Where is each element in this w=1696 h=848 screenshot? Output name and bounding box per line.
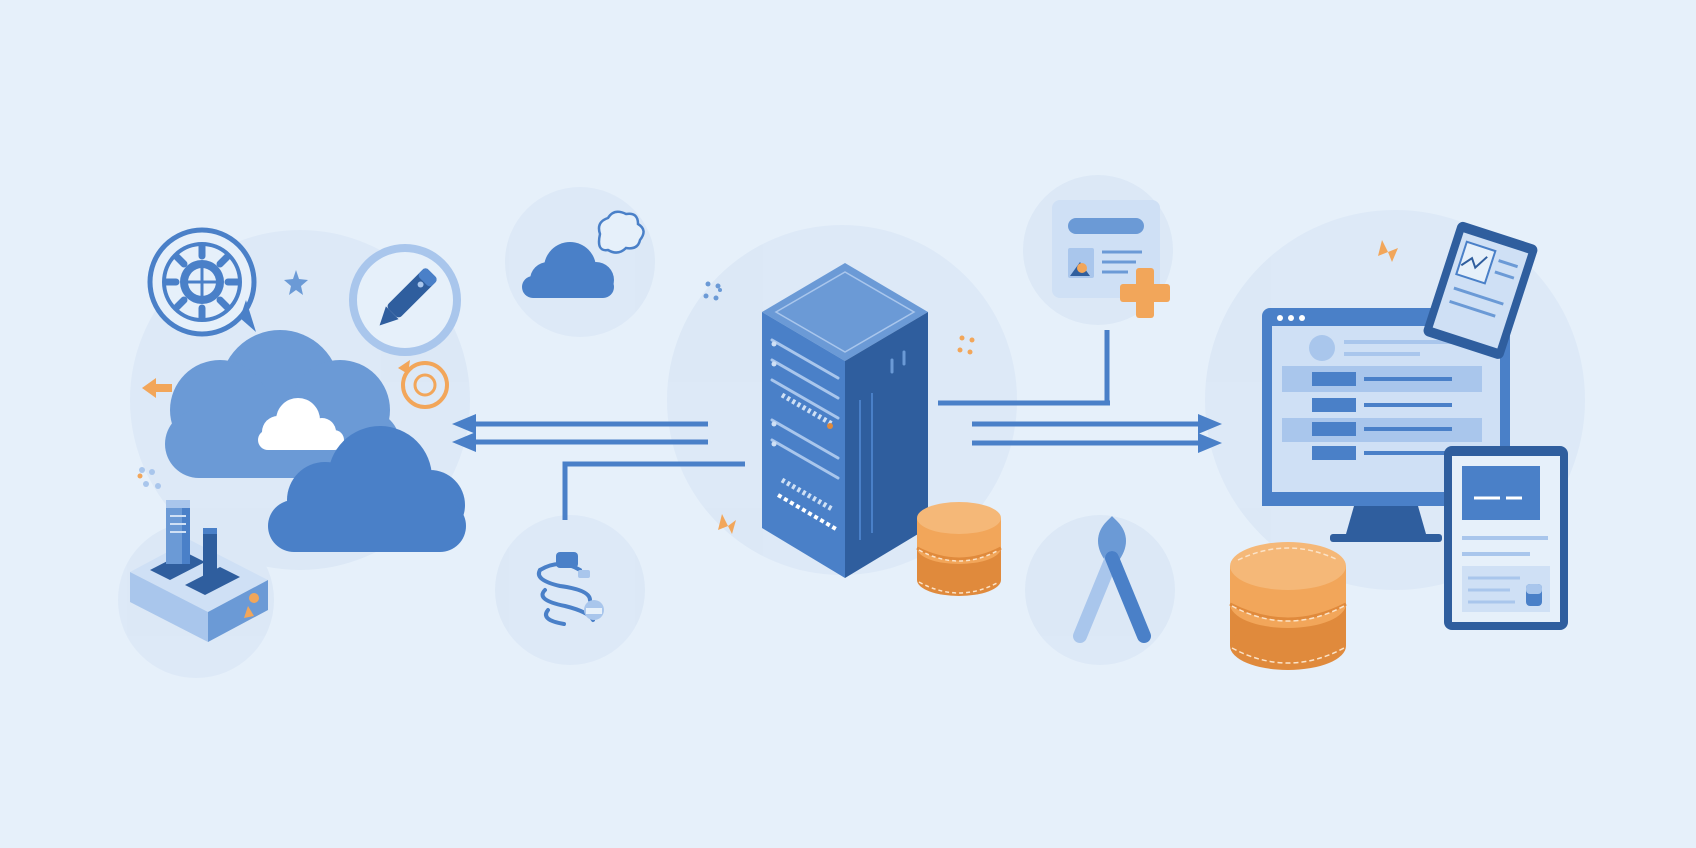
database-icon <box>916 502 1002 596</box>
plus-icon <box>1120 268 1170 318</box>
sparkle-icon <box>1378 240 1398 262</box>
connector-lines <box>470 330 1200 520</box>
star-icon <box>284 270 308 295</box>
gear-badge-icon <box>147 227 257 337</box>
cable-coil-icon <box>556 552 604 620</box>
cloud-outline-icon <box>597 210 645 254</box>
pen-icon <box>349 244 461 356</box>
server-rack-icon <box>762 263 928 578</box>
sparkle-icon <box>137 473 143 479</box>
sparkle-icon <box>139 467 161 489</box>
tablet-icon <box>1423 221 1538 359</box>
refresh-icon <box>398 360 449 409</box>
cloud-icon <box>522 242 614 298</box>
database-icon <box>1229 542 1347 670</box>
arrow-left-icon <box>142 378 172 398</box>
sparkle-icon <box>957 335 975 355</box>
cloud-icon <box>268 426 466 552</box>
arrow-right-icon <box>1198 414 1222 453</box>
arrow-left-icon <box>452 414 476 452</box>
ribbon-icon <box>1073 516 1151 643</box>
hardware-device-icon <box>130 500 268 642</box>
sparkle-icon <box>703 281 722 301</box>
phone-icon <box>1444 446 1568 630</box>
small-cloud-icon <box>258 398 344 450</box>
sparkle-icon <box>718 514 736 534</box>
document-card-icon <box>1052 200 1160 298</box>
